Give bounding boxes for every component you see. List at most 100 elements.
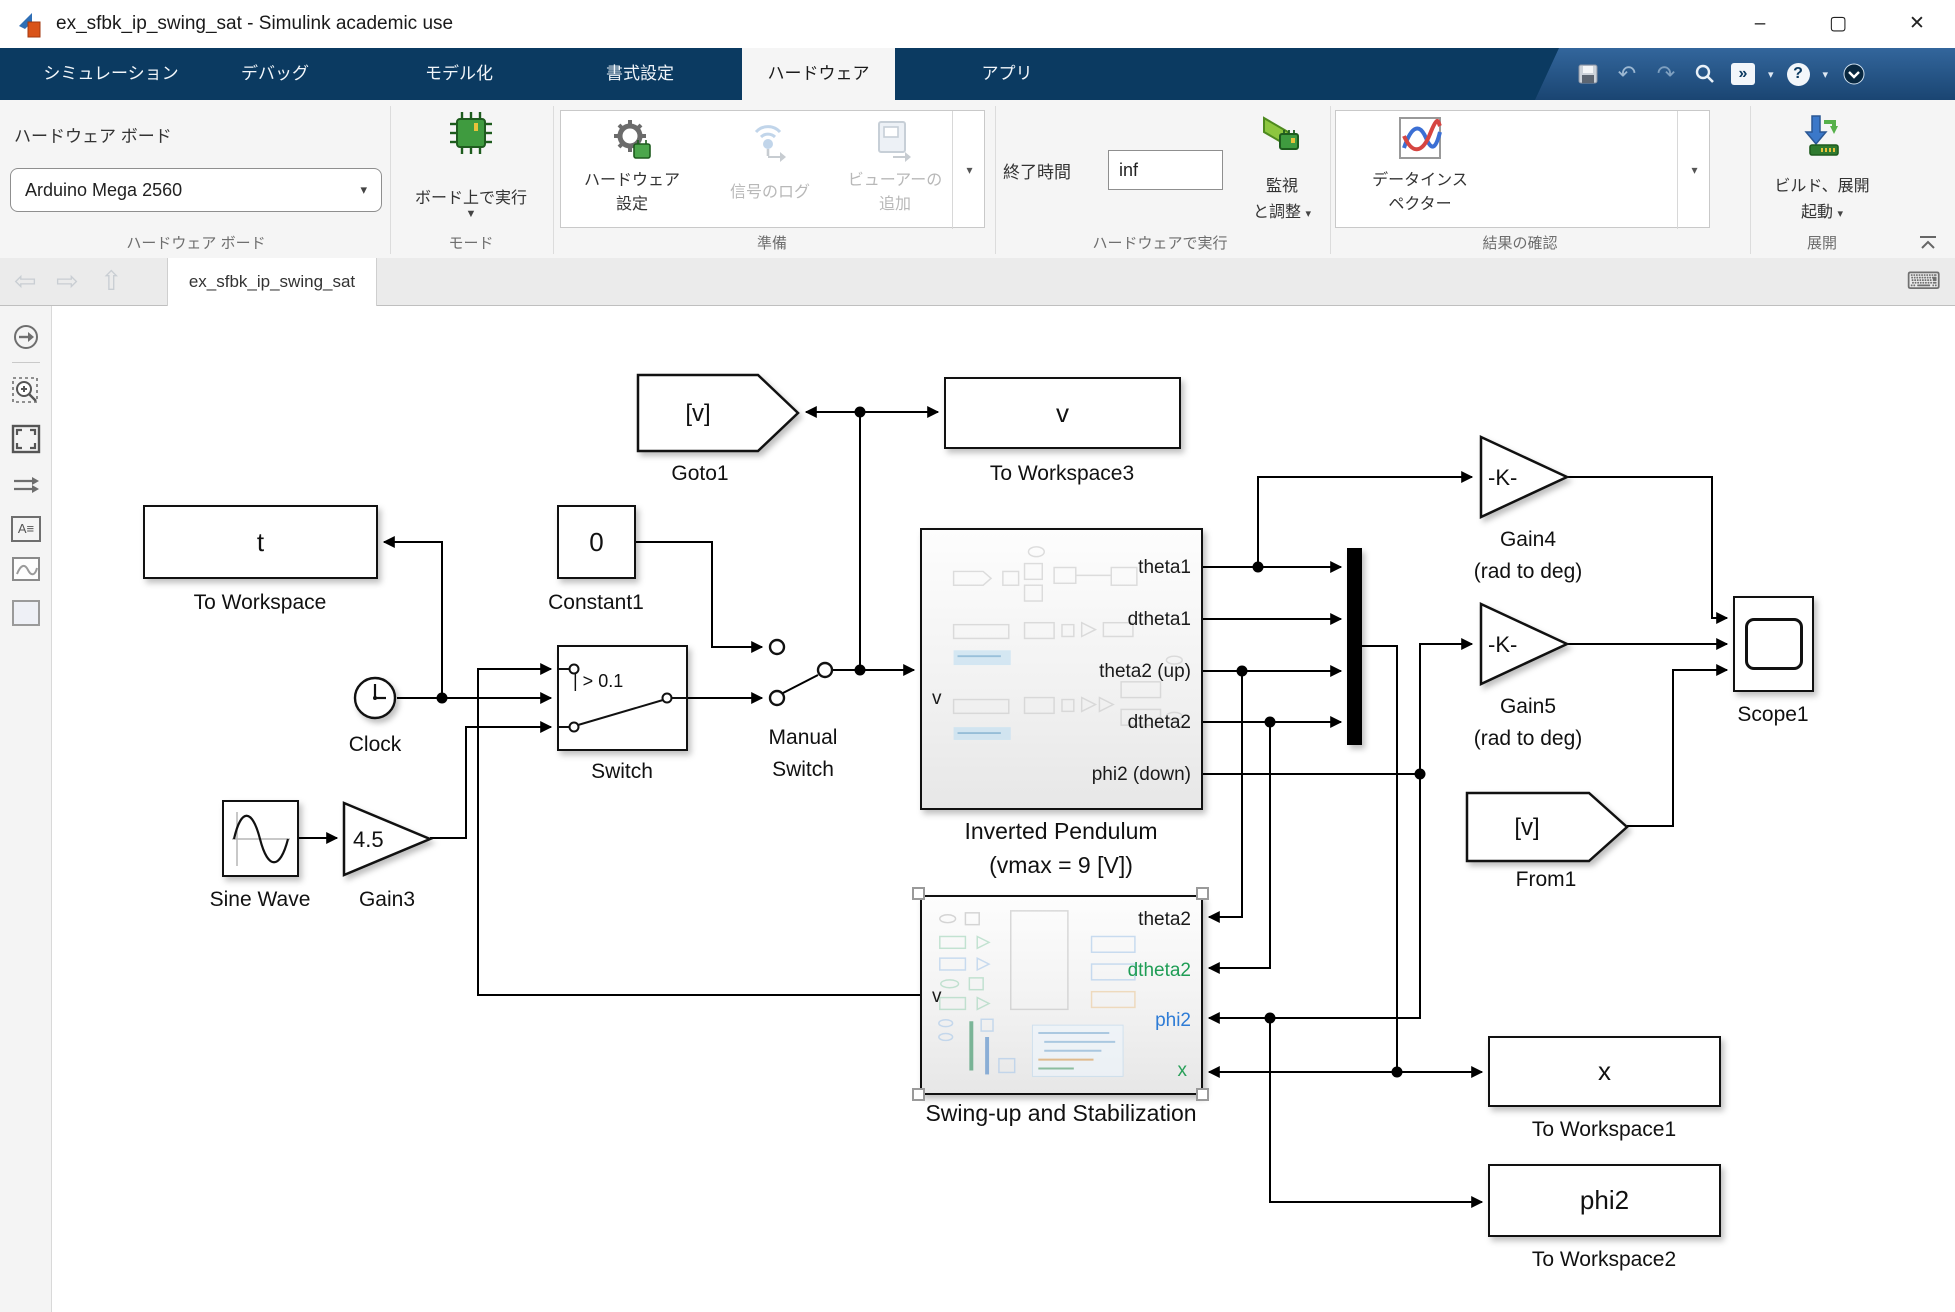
tab-apps[interactable]: アプリ xyxy=(981,64,1033,83)
from1-block[interactable]: [v] xyxy=(1465,791,1631,863)
gain5-block[interactable]: -K- xyxy=(1478,601,1572,687)
minimize-button[interactable]: – xyxy=(1754,13,1766,34)
caret-down-icon[interactable]: ▾ xyxy=(1822,68,1829,81)
manual-switch-contacts[interactable] xyxy=(768,638,834,707)
svg-text:4.5: 4.5 xyxy=(353,827,384,852)
fit-to-view-icon[interactable] xyxy=(11,424,41,454)
run-on-board-label[interactable]: ボード上で実行 xyxy=(414,190,528,207)
tab-hardware[interactable]: ハードウェア xyxy=(742,48,895,100)
manual-switch-label2: Switch xyxy=(772,758,834,781)
undo-icon[interactable]: ↶ xyxy=(1617,61,1637,86)
hardware-settings-label2[interactable]: 設定 xyxy=(615,196,649,213)
build-deploy-button[interactable] xyxy=(1798,112,1846,165)
gain4-block[interactable]: -K- xyxy=(1478,434,1572,520)
data-inspector-label2[interactable]: ペクター xyxy=(1388,196,1452,213)
mux-block[interactable] xyxy=(1347,548,1362,745)
goto1-block[interactable]: [v] xyxy=(636,373,802,453)
image-annotation-icon[interactable] xyxy=(11,554,41,584)
maximize-button[interactable]: ▢ xyxy=(1829,13,1847,34)
stop-time-input[interactable] xyxy=(1108,150,1223,190)
group-caption-run: ハードウェアで実行 xyxy=(1092,235,1228,252)
to-workspace1-block[interactable]: x xyxy=(1488,1036,1721,1107)
scope1-block[interactable] xyxy=(1733,596,1814,692)
prepare-more-button[interactable]: ▾ xyxy=(952,111,986,229)
hardware-board-select[interactable]: Arduino Mega 2560 ▾ xyxy=(10,168,382,212)
profile-chevron-icon[interactable] xyxy=(1841,61,1867,87)
ribbon-tab-bar: ハードウェア シミュレーション デバッグ モデル化 書式設定 アプリ ↶ ↷ »… xyxy=(0,48,1955,100)
svg-text:-K-: -K- xyxy=(1488,465,1517,490)
build-deploy-label1[interactable]: ビルド、展開 xyxy=(1774,178,1870,195)
caret-down-icon: ▾ xyxy=(1837,208,1843,220)
from1-label: From1 xyxy=(1515,868,1577,891)
selection-handle[interactable] xyxy=(912,887,925,900)
selection-handle[interactable] xyxy=(1196,887,1209,900)
monitor-tune-button[interactable] xyxy=(1258,112,1306,165)
palette-divider xyxy=(12,362,40,363)
monitor-tune-label1[interactable]: 監視 xyxy=(1265,178,1299,195)
collapse-ribbon-icon[interactable] xyxy=(1916,234,1940,257)
tab-debug[interactable]: デバッグ xyxy=(241,64,309,83)
nav-forward-icon[interactable]: ⇨ xyxy=(56,266,79,296)
review-more-button[interactable]: ▾ xyxy=(1677,111,1711,229)
viewmark-icon[interactable] xyxy=(12,600,40,626)
pendulum-label1: Inverted Pendulum xyxy=(964,818,1158,844)
caret-down-icon[interactable]: ▾ xyxy=(1768,68,1774,81)
help-icon[interactable]: ? xyxy=(1786,62,1810,86)
caret-down-icon: ▾ xyxy=(1305,208,1311,220)
sine-wave-icon xyxy=(232,812,290,866)
data-inspector-button[interactable] xyxy=(1396,114,1444,167)
clock-block[interactable] xyxy=(352,675,398,721)
redo-icon[interactable]: ↷ xyxy=(1656,61,1676,86)
switch-label: Switch xyxy=(591,760,653,783)
pendulum-label2: (vmax = 9 [V]) xyxy=(989,852,1133,878)
nav-back-icon[interactable]: ⇦ xyxy=(14,266,37,296)
caret-down-icon: ▾ xyxy=(1691,163,1698,177)
data-inspector-icon xyxy=(1399,117,1442,159)
annotation-icon[interactable]: A≡ xyxy=(11,516,41,542)
swing-preview-sketch xyxy=(938,910,1136,1077)
show-browser-icon[interactable] xyxy=(11,322,41,352)
chip-icon xyxy=(450,112,492,154)
close-button[interactable]: ✕ xyxy=(1909,13,1925,34)
favorites-icon[interactable]: » xyxy=(1731,63,1755,85)
selection-handle[interactable] xyxy=(1196,1088,1209,1101)
run-on-board-button[interactable] xyxy=(448,110,494,161)
to-workspace1-label: To Workspace1 xyxy=(1531,1118,1677,1141)
caret-down-icon[interactable]: ▼ xyxy=(465,208,477,220)
switch-block[interactable]: | > 0.1 xyxy=(557,645,688,751)
inverted-pendulum-block[interactable]: v theta1 dtheta1 theta2 (up) dtheta2 phi… xyxy=(920,528,1203,810)
hardware-settings-label1[interactable]: ハードウェア xyxy=(583,172,681,189)
monitor-tune-label2[interactable]: と調整 ▾ xyxy=(1253,204,1311,221)
tab-modeling[interactable]: モデル化 xyxy=(425,64,493,83)
zoom-region-icon[interactable] xyxy=(11,376,41,406)
data-inspector-label1[interactable]: データインス xyxy=(1372,172,1468,189)
save-icon[interactable] xyxy=(1575,61,1601,87)
gain3-block[interactable]: 4.5 xyxy=(341,800,435,878)
nav-up-icon[interactable]: ⇧ xyxy=(100,266,123,296)
to-workspace-block[interactable]: t xyxy=(143,505,378,579)
to-workspace3-block[interactable]: v xyxy=(944,377,1181,449)
review-panel: ▾ xyxy=(1335,110,1711,229)
document-tab[interactable]: ex_sfbk_ip_swing_sat xyxy=(167,258,377,306)
tab-simulation[interactable]: シミュレーション xyxy=(43,64,179,83)
gain4-sublabel: (rad to deg) xyxy=(1473,560,1583,583)
gain4-label: Gain4 xyxy=(1499,528,1557,551)
selection-handle[interactable] xyxy=(912,1088,925,1101)
build-deploy-label2[interactable]: 起動 ▾ xyxy=(1801,204,1843,221)
keyboard-icon[interactable]: ⌨ xyxy=(1906,268,1941,295)
search-icon[interactable] xyxy=(1692,61,1718,87)
hardware-settings-button[interactable] xyxy=(608,116,656,169)
manual-switch-label1: Manual xyxy=(768,726,838,749)
to-workspace2-block[interactable]: phi2 xyxy=(1488,1164,1721,1237)
group-separator xyxy=(1750,106,1751,254)
caret-down-icon: ▾ xyxy=(966,163,973,177)
swing-port-x: x xyxy=(1177,1060,1188,1081)
clock-label: Clock xyxy=(348,733,402,756)
group-caption-deploy: 展開 xyxy=(1806,235,1838,252)
switch-glyph: | > 0.1 xyxy=(559,663,686,733)
swing-up-block[interactable]: v theta2 dtheta2 phi2 x xyxy=(920,895,1203,1095)
constant1-block[interactable]: 0 xyxy=(557,505,636,579)
sine-wave-block[interactable] xyxy=(222,800,299,877)
tab-format[interactable]: 書式設定 xyxy=(606,64,674,83)
signal-routing-icon[interactable] xyxy=(11,470,41,500)
